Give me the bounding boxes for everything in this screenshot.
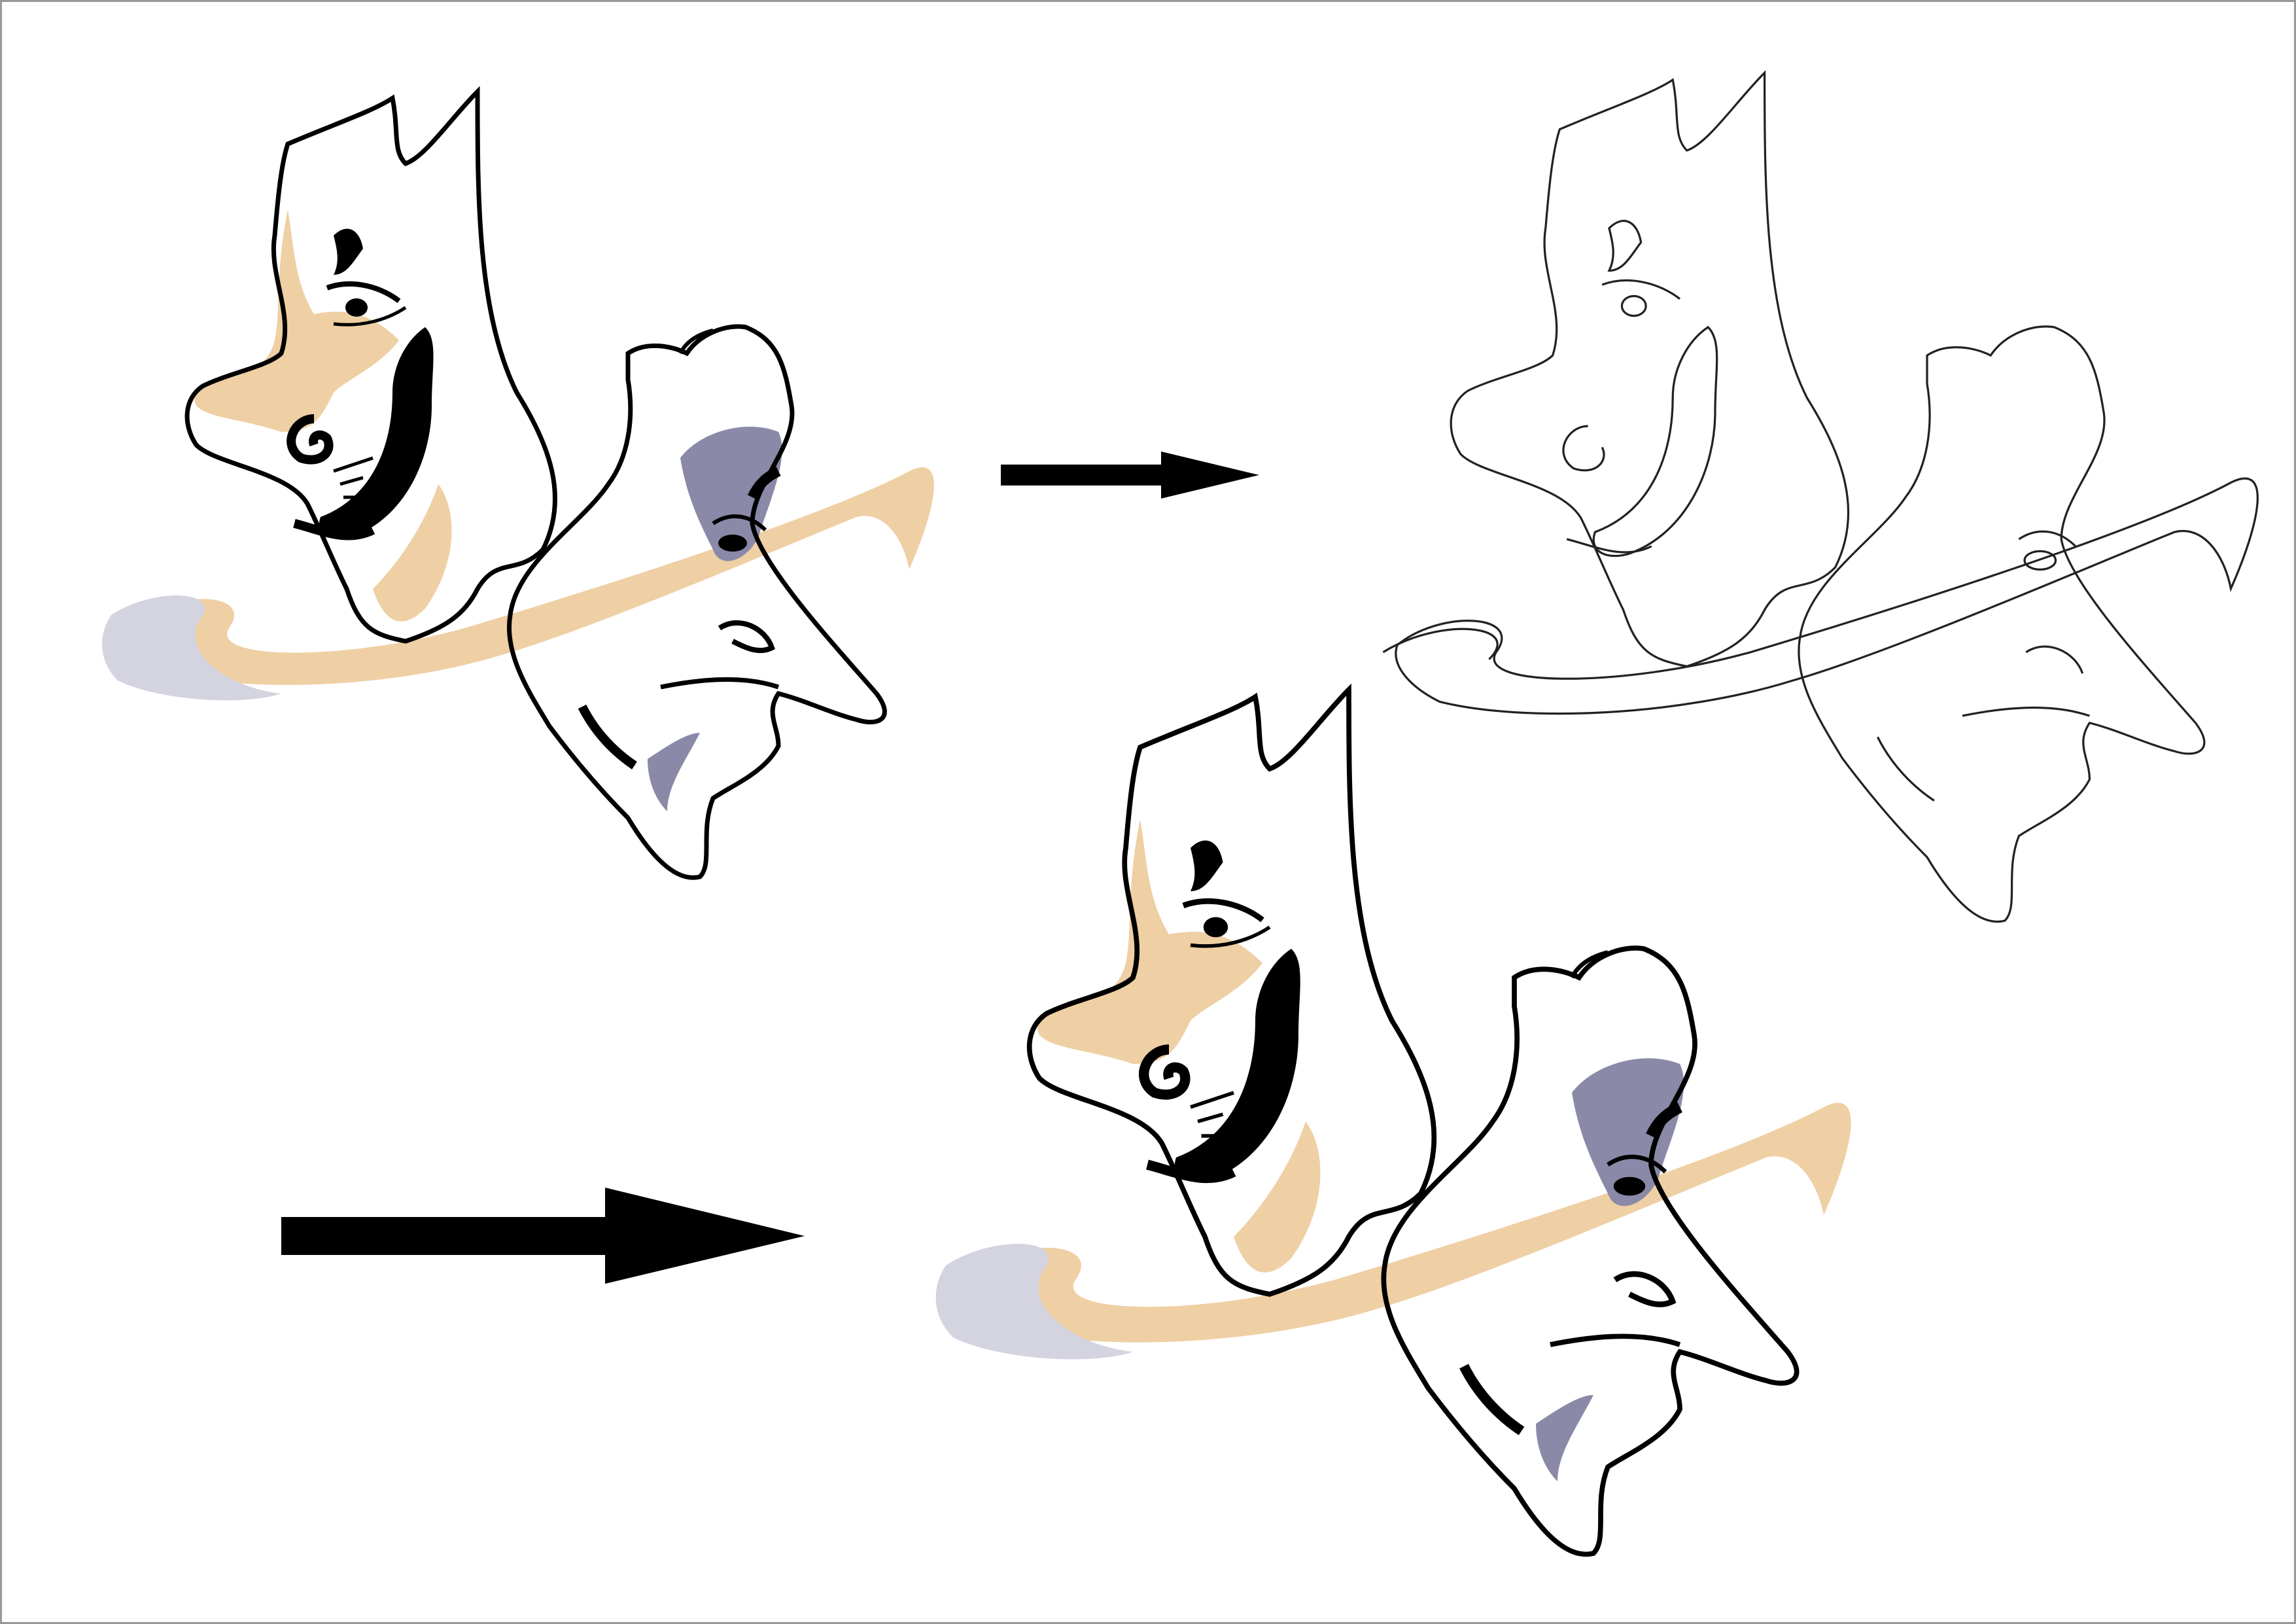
small-arrow-right-icon (1001, 451, 1259, 499)
large-arrow-right-icon (281, 1188, 805, 1284)
